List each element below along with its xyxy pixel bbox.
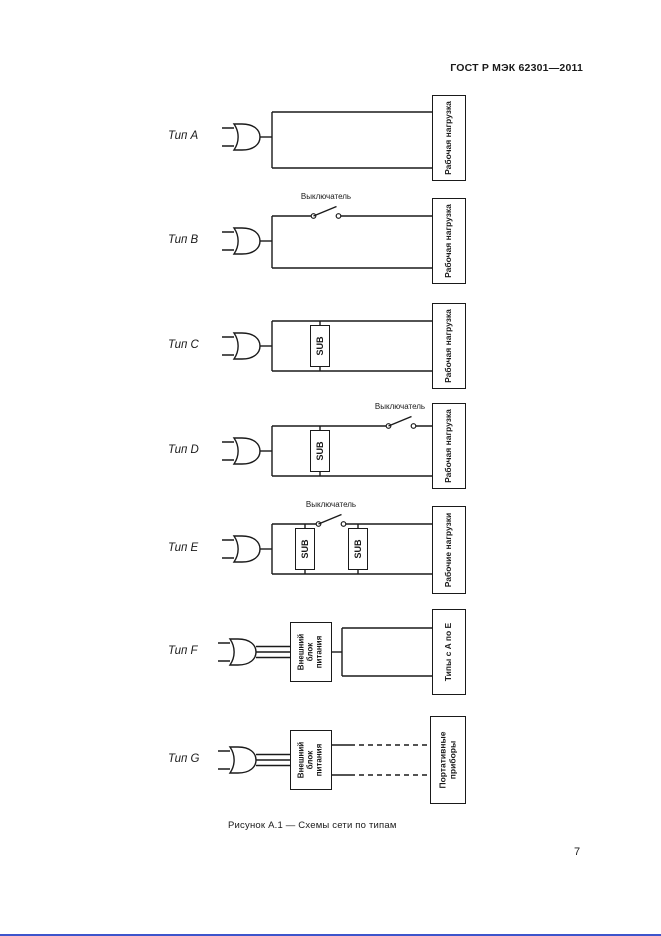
switch-icon-b: [310, 205, 342, 219]
plug-icon-d: [221, 437, 261, 465]
load-label-f: Типы с A по E: [443, 622, 454, 682]
load-label-c: Рабочая нагрузка: [443, 309, 454, 383]
load-label-d: Рабочая нагрузка: [443, 409, 454, 483]
load-box-d: Рабочая нагрузка: [432, 403, 466, 489]
type-label-a: Тип A: [168, 130, 199, 142]
plug-icon-f: [217, 638, 257, 666]
circuit-f: [217, 627, 433, 677]
psu-box-g: Внешний блок питания: [290, 730, 332, 790]
switch-label-b: Выключатель: [300, 192, 352, 201]
plug-icon-a: [221, 123, 261, 151]
sub-label-e1: SUB: [299, 539, 310, 559]
sub-box-c: SUB: [310, 325, 330, 367]
switch-icon-e: [315, 513, 347, 527]
page-bottom-edge: [0, 934, 661, 936]
sub-box-e2: SUB: [348, 528, 368, 570]
page-number: 7: [574, 846, 581, 858]
figure-caption: Рисунок А.1 — Схемы сети по типам: [228, 820, 397, 831]
type-label-e: Тип E: [168, 542, 199, 554]
switch-label-e: Выключатель: [305, 500, 357, 509]
psu-label-g: Внешний блок питания: [296, 741, 324, 779]
circuit-d: [221, 415, 433, 477]
type-label-g: Тип G: [168, 753, 200, 765]
circuit-c: [221, 320, 433, 372]
circuit-b: [221, 205, 433, 269]
circuit-g: [217, 744, 430, 776]
psu-box-f: Внешний блок питания: [290, 622, 332, 682]
sub-label-d: SUB: [314, 441, 325, 461]
sub-label-e2: SUB: [352, 539, 363, 559]
load-label-b: Рабочая нагрузка: [443, 204, 454, 278]
load-box-e: Рабочие нагрузки: [432, 506, 466, 594]
sub-box-e1: SUB: [295, 528, 315, 570]
plug-icon-c: [221, 332, 261, 360]
doc-number: ГОСТ Р МЭК 62301—2011: [450, 62, 583, 74]
load-box-c: Рабочая нагрузка: [432, 303, 466, 389]
type-label-d: Тип D: [168, 444, 199, 456]
load-label-g: Портативные приборы: [437, 731, 457, 789]
type-label-c: Тип C: [168, 339, 199, 351]
load-box-a: Рабочая нагрузка: [432, 95, 466, 181]
plug-icon-b: [221, 227, 261, 255]
type-label-f: Тип F: [168, 645, 198, 657]
switch-icon-d: [385, 415, 417, 429]
type-label-b: Тип B: [168, 234, 199, 246]
sub-label-c: SUB: [314, 336, 325, 356]
sub-box-d: SUB: [310, 430, 330, 472]
load-box-b: Рабочая нагрузка: [432, 198, 466, 284]
circuit-e: [221, 513, 433, 575]
plug-icon-g: [217, 746, 257, 774]
circuit-a: [221, 111, 433, 169]
switch-label-d: Выключатель: [374, 402, 426, 411]
load-box-f: Типы с A по E: [432, 609, 466, 695]
psu-label-f: Внешний блок питания: [296, 633, 324, 671]
load-box-g: Портативные приборы: [430, 716, 466, 804]
plug-icon-e: [221, 535, 261, 563]
load-label-a: Рабочая нагрузка: [443, 101, 454, 175]
load-label-e: Рабочие нагрузки: [443, 512, 454, 588]
